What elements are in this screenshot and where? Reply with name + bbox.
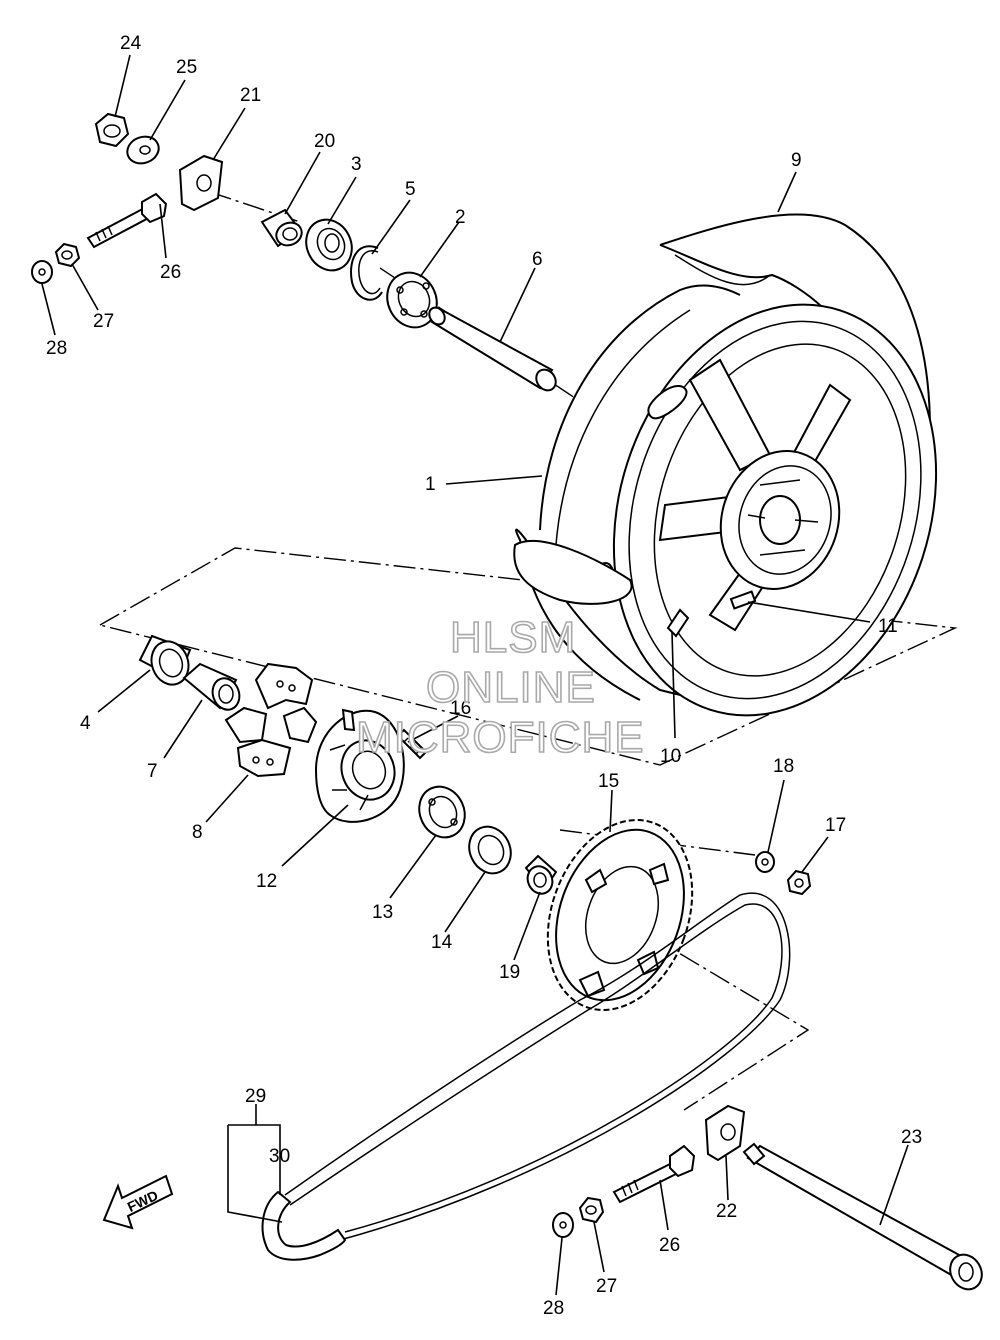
- bolt-26-lower: [612, 1144, 696, 1204]
- collar-7: [182, 662, 241, 711]
- callout-22: 22: [716, 1201, 737, 1222]
- oil-seal-14: [468, 825, 512, 875]
- sprocket-15: [546, 819, 694, 1011]
- circlip-5: [350, 245, 383, 301]
- callout-29: 29: [245, 1086, 266, 1107]
- damper-8: [224, 662, 318, 778]
- callout-9: 9: [791, 150, 802, 171]
- callout-26-upper: 26: [160, 262, 181, 283]
- bearing-13: [418, 785, 466, 839]
- callout-21: 21: [240, 85, 261, 106]
- washer-25: [126, 135, 160, 165]
- hub-parts: [138, 634, 558, 895]
- callout-14: 14: [431, 932, 453, 953]
- watermark: HLSM ONLINE MICROFICHE: [355, 612, 645, 763]
- bolt-26-upper: [86, 192, 168, 249]
- callout-8: 8: [192, 822, 203, 843]
- callout-labels: 24 25 21 20 3 5 2 6 9 1 11 10 26 27 28 4…: [46, 33, 922, 1319]
- bearing-3: [305, 218, 353, 272]
- leader-lines: [41, 54, 909, 1296]
- callout-18: 18: [773, 756, 794, 777]
- washer-28-upper: [31, 260, 53, 284]
- callout-12: 12: [256, 871, 277, 892]
- forward-direction-arrow: FWD: [102, 1174, 174, 1230]
- washer-28-lower: [552, 1212, 574, 1238]
- callout-20: 20: [314, 131, 335, 152]
- sprocket-hub-12: [314, 708, 405, 823]
- collar-20: [260, 208, 303, 248]
- spacer-6: [428, 306, 557, 392]
- callout-6: 6: [532, 249, 543, 270]
- watermark-line-2: ONLINE: [426, 663, 596, 712]
- callout-27-upper: 27: [93, 311, 114, 332]
- callout-3: 3: [351, 154, 362, 175]
- stud-16: [396, 728, 428, 760]
- callout-24: 24: [120, 33, 142, 54]
- axle-23: [742, 1142, 983, 1291]
- callout-11: 11: [878, 616, 898, 637]
- nut-24: [94, 112, 130, 148]
- drive-chain-29: [261, 892, 791, 1261]
- washer-18: [755, 851, 775, 873]
- nut-17: [786, 869, 812, 896]
- callout-28-lower: 28: [543, 1298, 564, 1319]
- callout-10: 10: [660, 746, 681, 767]
- callout-25: 25: [176, 57, 197, 78]
- fwd-label: FWD: [125, 1187, 161, 1215]
- callout-26-lower: 26: [659, 1235, 680, 1256]
- watermark-line-1: HLSM: [450, 613, 576, 662]
- watermark-line-3: MICROFICHE: [356, 713, 645, 762]
- adjuster-block-21: [178, 154, 224, 212]
- callout-15: 15: [598, 771, 619, 792]
- bearing-2: [386, 271, 438, 329]
- wheel-assembly: [513, 213, 938, 717]
- bearing-4: [138, 634, 192, 686]
- adjuster-block-22: [704, 1104, 746, 1162]
- upper-axle-parts: [31, 112, 557, 392]
- callout-17: 17: [825, 815, 846, 836]
- lower-axle-parts: [552, 1104, 983, 1291]
- callout-5: 5: [405, 179, 416, 200]
- callout-19: 19: [499, 962, 520, 983]
- nut-27-lower: [578, 1196, 605, 1224]
- callout-23: 23: [901, 1127, 922, 1148]
- callout-27-lower: 27: [596, 1276, 617, 1297]
- callout-28-upper: 28: [46, 338, 67, 359]
- collar-19: [524, 854, 558, 895]
- callout-7: 7: [147, 761, 158, 782]
- nut-27-upper: [54, 242, 81, 268]
- callout-16: 16: [450, 698, 471, 719]
- callout-4: 4: [80, 713, 91, 734]
- callout-30: 30: [269, 1146, 290, 1167]
- callout-1: 1: [425, 474, 436, 495]
- callout-13: 13: [372, 902, 393, 923]
- callout-2: 2: [455, 207, 466, 228]
